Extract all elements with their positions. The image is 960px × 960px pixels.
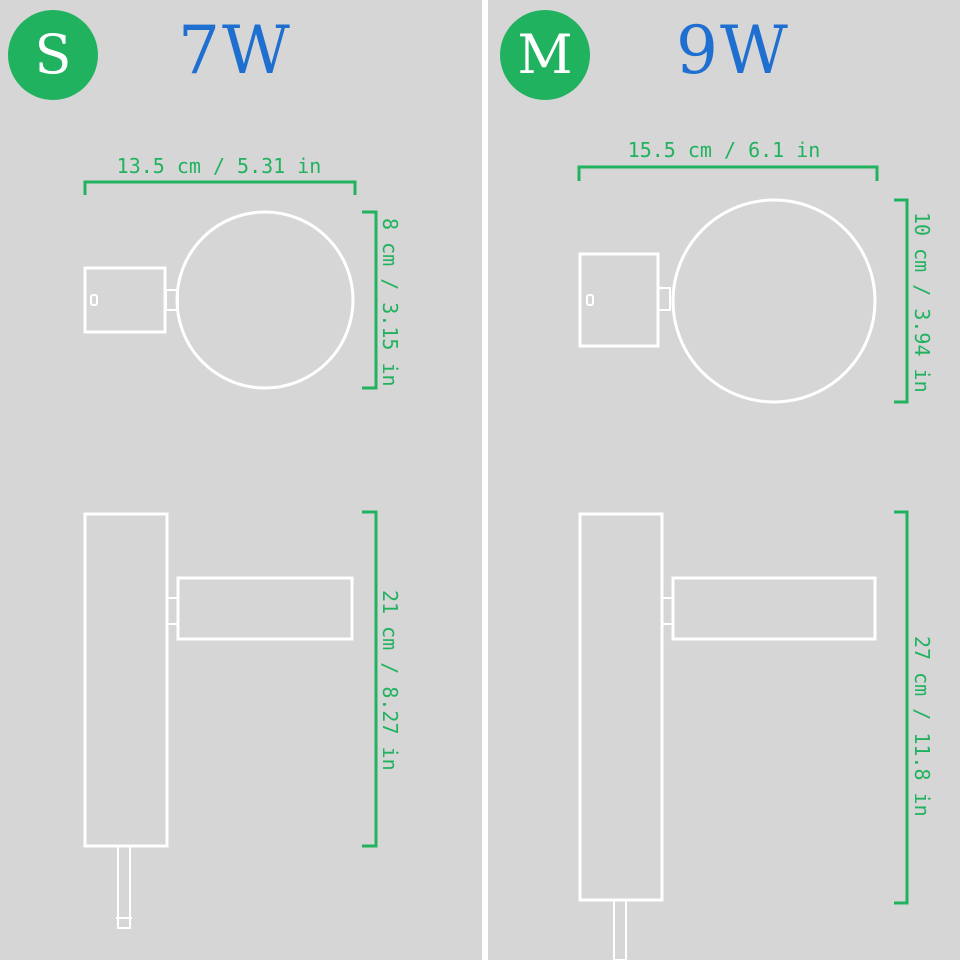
m-cable-outline bbox=[613, 901, 627, 960]
m-top-switch-outline bbox=[586, 294, 594, 306]
size-badge-s: S bbox=[8, 10, 98, 100]
s-top-switch-outline bbox=[90, 294, 98, 306]
m-side-arm-outline bbox=[671, 576, 877, 641]
m-width-label: 15.5 cm / 6.1 in bbox=[627, 138, 821, 162]
m-top-base-outline bbox=[578, 252, 660, 348]
m-side-base-outline bbox=[578, 512, 664, 902]
m-height-bracket bbox=[894, 510, 909, 905]
m-top-joint-outline bbox=[657, 287, 671, 311]
s-diameter-bracket bbox=[362, 210, 378, 390]
s-side-joint-outline bbox=[166, 597, 179, 625]
m-height-label: 27 cm / 11.8 in bbox=[910, 636, 934, 817]
s-top-head-outline bbox=[175, 210, 355, 390]
m-side-joint-outline bbox=[661, 597, 674, 625]
s-diameter-label: 8 cm / 3.15 in bbox=[378, 218, 402, 387]
s-width-label: 13.5 cm / 5.31 in bbox=[116, 154, 322, 178]
wattage-m: 9W bbox=[676, 12, 790, 89]
panel-divider bbox=[482, 0, 488, 960]
s-side-base-outline bbox=[83, 512, 169, 848]
m-diameter-bracket bbox=[894, 198, 909, 404]
wattage-s: 7W bbox=[178, 12, 292, 89]
s-height-label: 21 cm / 8.27 in bbox=[378, 590, 402, 771]
s-cable-outline bbox=[117, 847, 131, 929]
panel-size-m bbox=[488, 0, 960, 960]
size-badge-m: M bbox=[500, 10, 590, 100]
s-width-bracket bbox=[83, 180, 357, 195]
s-height-bracket bbox=[362, 510, 378, 848]
panel-size-s bbox=[0, 0, 482, 960]
m-top-head-outline bbox=[671, 198, 877, 404]
s-side-arm-outline bbox=[176, 576, 354, 641]
m-diameter-label: 10 cm / 3.94 in bbox=[910, 212, 934, 393]
m-width-bracket bbox=[577, 165, 879, 181]
